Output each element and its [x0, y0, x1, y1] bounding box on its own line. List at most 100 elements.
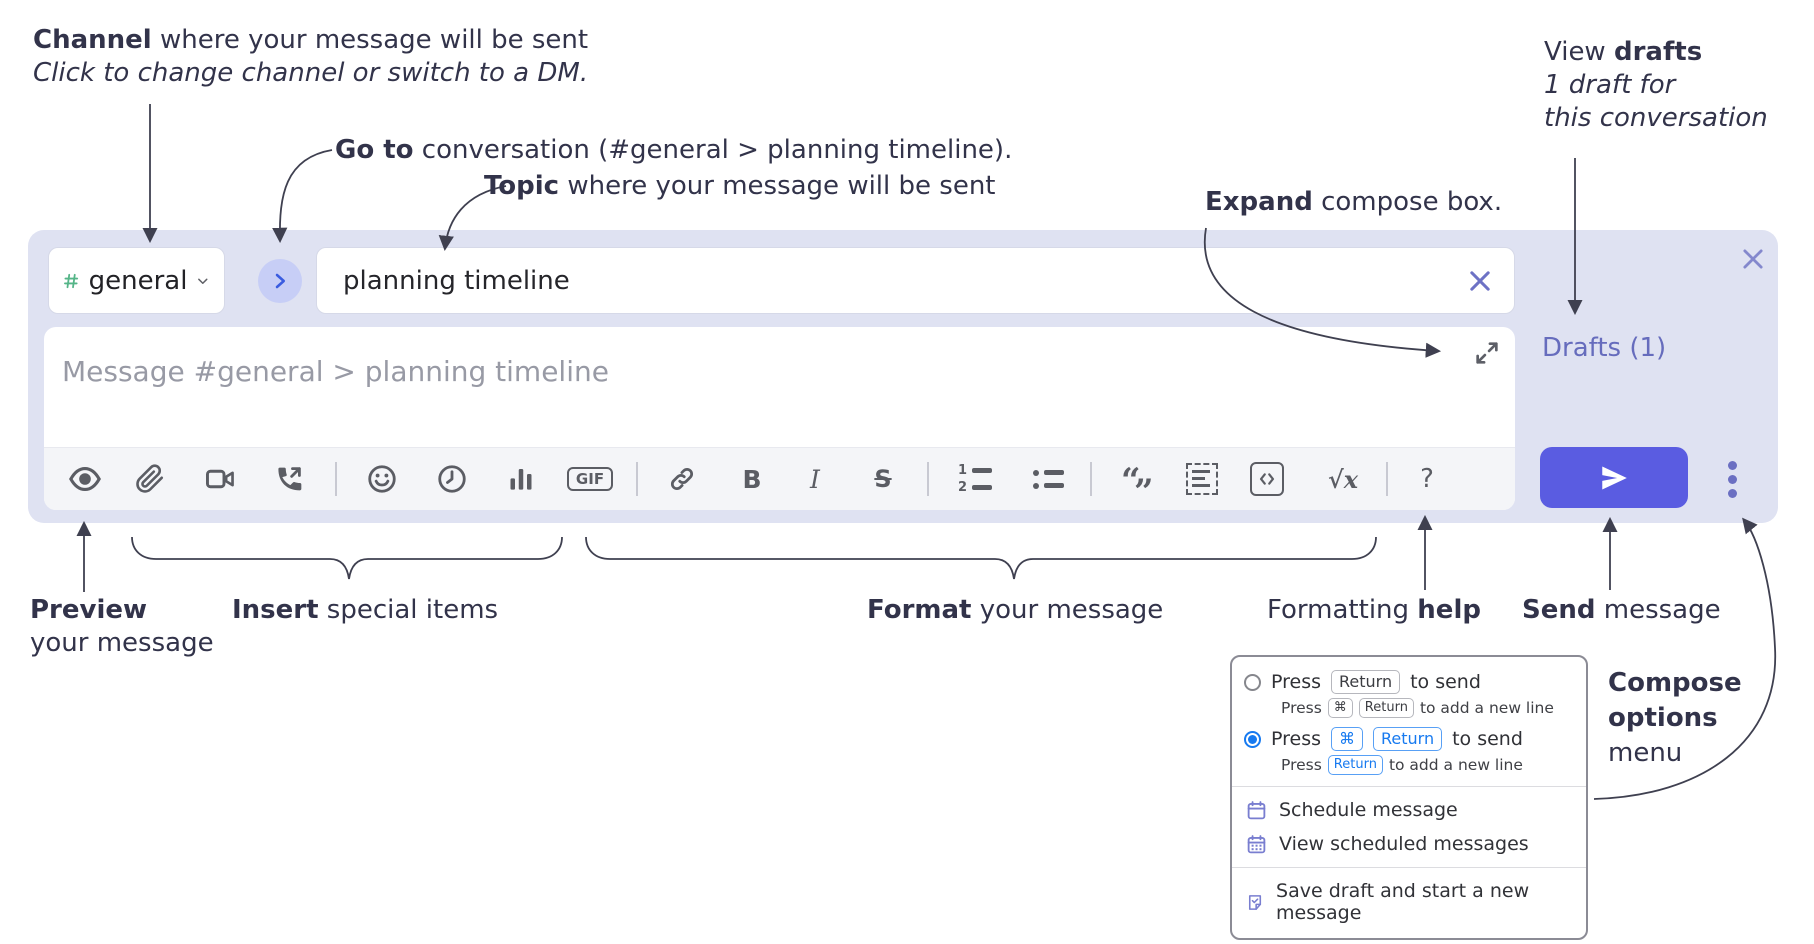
menu-option-subtext: Press Return to add a new line — [1281, 755, 1523, 775]
format-brace — [585, 536, 1377, 580]
compose-options-menu: Press Return to send Press ⌘ Return to a… — [1230, 655, 1588, 940]
expand-compose-button[interactable] — [1471, 337, 1503, 369]
toolbar-divider — [636, 462, 638, 496]
option-text: Press — [1271, 671, 1322, 693]
message-input[interactable]: Message #general > planning timeline — [44, 327, 1515, 510]
menu-option-cmd-return-to-send[interactable]: Press ⌘ Return to send — [1232, 723, 1586, 752]
italic-button[interactable]: I — [810, 464, 820, 494]
expand-icon — [1476, 342, 1498, 364]
bar-chart-icon — [510, 469, 532, 490]
return-keycap: Return — [1327, 755, 1383, 775]
kebab-dot — [1727, 474, 1737, 484]
emoji-button[interactable] — [360, 457, 404, 501]
calendar-icon — [1247, 800, 1266, 819]
formatting-toolbar: GIF B I S — [44, 447, 1515, 510]
menu-item-save-draft[interactable]: Save draft and start a new message — [1232, 874, 1586, 934]
option-text: to send — [1452, 728, 1523, 750]
toolbar-divider — [927, 462, 929, 496]
close-compose-button[interactable] — [1736, 242, 1770, 276]
channel-annotation: Channel where your message will be sent … — [33, 25, 589, 88]
return-keycap: Return — [1358, 698, 1414, 718]
video-camera-icon — [205, 469, 234, 489]
view-drafts-annotation: View drafts 1 draft for this conversatio… — [1544, 37, 1768, 133]
toolbar-divider — [1386, 462, 1388, 496]
kebab-dot — [1727, 488, 1737, 498]
gif-button[interactable]: GIF — [562, 457, 618, 501]
menu-item-schedule-message[interactable]: Schedule message — [1232, 793, 1586, 827]
formatting-help-button[interactable]: ? — [1420, 464, 1434, 494]
menu-item-label: Schedule message — [1279, 799, 1458, 821]
eye-icon — [69, 466, 101, 492]
blockquote-button[interactable]: “ ” — [1116, 457, 1160, 512]
code-icon — [1250, 462, 1284, 496]
compose-box-panel: general planning timeline Messag — [28, 230, 1778, 523]
send-button[interactable] — [1540, 447, 1688, 508]
audio-call-button[interactable] — [267, 457, 311, 501]
option-text: to send — [1410, 671, 1481, 693]
smiley-icon — [368, 465, 396, 493]
send-icon — [1602, 466, 1627, 489]
menu-item-label: Save draft and start a new message — [1276, 880, 1530, 924]
topic-input[interactable]: planning timeline — [316, 247, 1515, 314]
menu-item-label: View scheduled messages — [1279, 833, 1529, 855]
phone-forward-icon — [278, 467, 302, 491]
expand-annotation: Expand compose box. — [1205, 187, 1503, 217]
menu-option-return-to-send[interactable]: Press Return to send — [1232, 666, 1586, 695]
insert-link-button[interactable] — [660, 457, 704, 501]
channel-selector[interactable]: general — [48, 247, 225, 314]
calendar-grid-icon — [1247, 834, 1266, 853]
radio-selected[interactable] — [1244, 730, 1261, 748]
strikethrough-button[interactable]: S — [874, 465, 892, 493]
preview-annotation: Preview your message — [30, 595, 214, 658]
cmd-keycap: ⌘ — [1327, 698, 1353, 718]
close-icon — [1470, 271, 1490, 291]
return-keycap: Return — [1373, 727, 1443, 751]
radio-unselected[interactable] — [1244, 673, 1261, 691]
compose-options-annotation: Compose options menu — [1608, 668, 1742, 768]
insert-brace — [131, 536, 563, 580]
chevron-right-icon — [275, 273, 286, 289]
toolbar-divider — [335, 462, 337, 496]
code-snippet-icon — [1186, 463, 1218, 495]
save-draft-icon — [1248, 894, 1262, 910]
poll-button[interactable] — [499, 457, 543, 501]
ordered-list-icon: 1 2 — [958, 464, 993, 494]
message-placeholder: Message #general > planning timeline — [62, 355, 609, 388]
bulleted-list-icon — [1032, 469, 1064, 489]
goto-pointer-line — [272, 149, 333, 244]
kebab-dot — [1727, 460, 1737, 470]
compose-options-button[interactable] — [1712, 452, 1752, 506]
formatting-help-annotation: Formatting help — [1267, 595, 1481, 625]
channel-name: general — [88, 265, 188, 296]
video-clip-button[interactable] — [198, 457, 242, 501]
hash-channel-icon — [64, 273, 79, 288]
paperclip-icon — [136, 464, 164, 493]
clear-topic-button[interactable] — [1464, 265, 1496, 297]
go-to-conversation-button[interactable] — [258, 259, 302, 303]
bulleted-list-button[interactable] — [1026, 457, 1070, 501]
inline-code-button[interactable] — [1245, 457, 1289, 501]
option-text: Press — [1271, 728, 1322, 750]
return-keycap: Return — [1331, 670, 1401, 694]
toolbar-divider — [1090, 462, 1092, 496]
menu-option-subtext: Press ⌘ Return to add a new line — [1281, 698, 1554, 718]
menu-item-view-scheduled[interactable]: View scheduled messages — [1232, 827, 1586, 861]
code-snippet-button[interactable] — [1180, 457, 1224, 501]
preview-button[interactable] — [63, 457, 107, 501]
formula-button[interactable]: √x — [1327, 464, 1359, 494]
topic-value: planning timeline — [343, 265, 570, 296]
attach-file-button[interactable] — [128, 457, 172, 501]
topic-annotation: Topic where your message will be sent — [484, 171, 996, 201]
gif-icon: GIF — [566, 467, 614, 491]
goto-annotation: Go to conversation (#general > planning … — [335, 135, 1013, 165]
insert-annotation: Insert special items — [232, 595, 499, 625]
schedule-button[interactable] — [430, 457, 474, 501]
cmd-keycap: ⌘ — [1331, 727, 1364, 751]
format-annotation: Format your message — [867, 595, 1164, 625]
clock-icon — [438, 465, 466, 493]
ordered-list-button[interactable]: 1 2 — [953, 457, 997, 501]
quote-icon: “ ” — [1121, 461, 1154, 512]
bold-button[interactable]: B — [742, 464, 762, 494]
drafts-link[interactable]: Drafts (1) — [1542, 333, 1667, 363]
menu-divider — [1232, 786, 1586, 787]
